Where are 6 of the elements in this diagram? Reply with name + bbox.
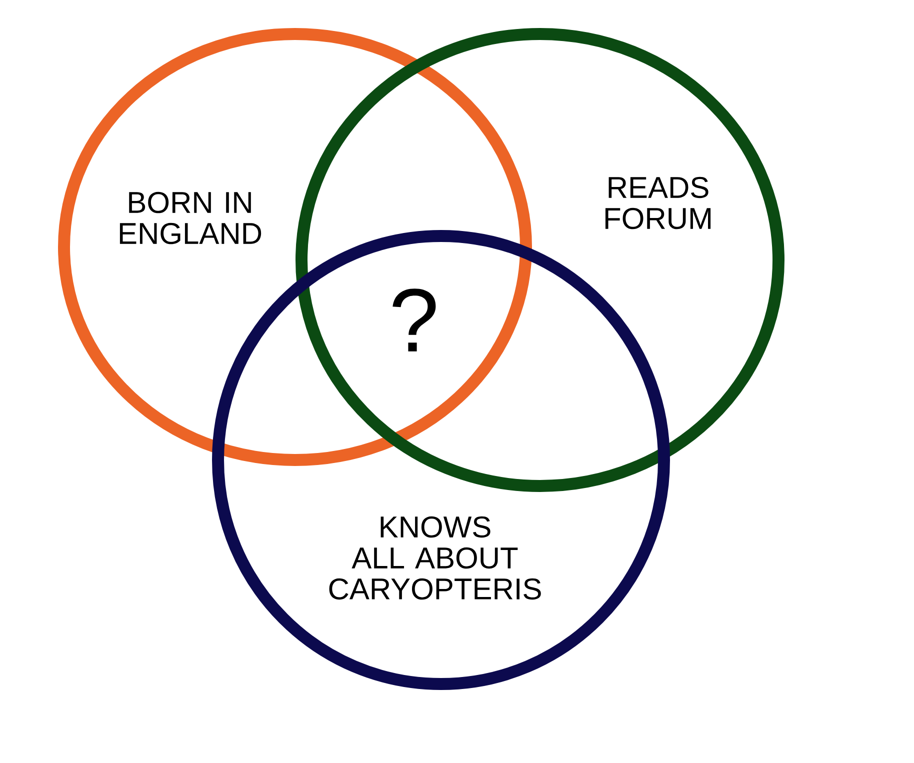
- circle-label: READS FORUM: [605, 176, 711, 230]
- venn-circle: [58, 28, 532, 466]
- question-mark: ?: [392, 288, 436, 352]
- circle-label: BORN IN ENGLAND: [120, 192, 262, 244]
- circle-label: KNOWS ALL ABOUT CARYOPTERIS: [329, 516, 541, 600]
- venn-circle: [296, 28, 784, 492]
